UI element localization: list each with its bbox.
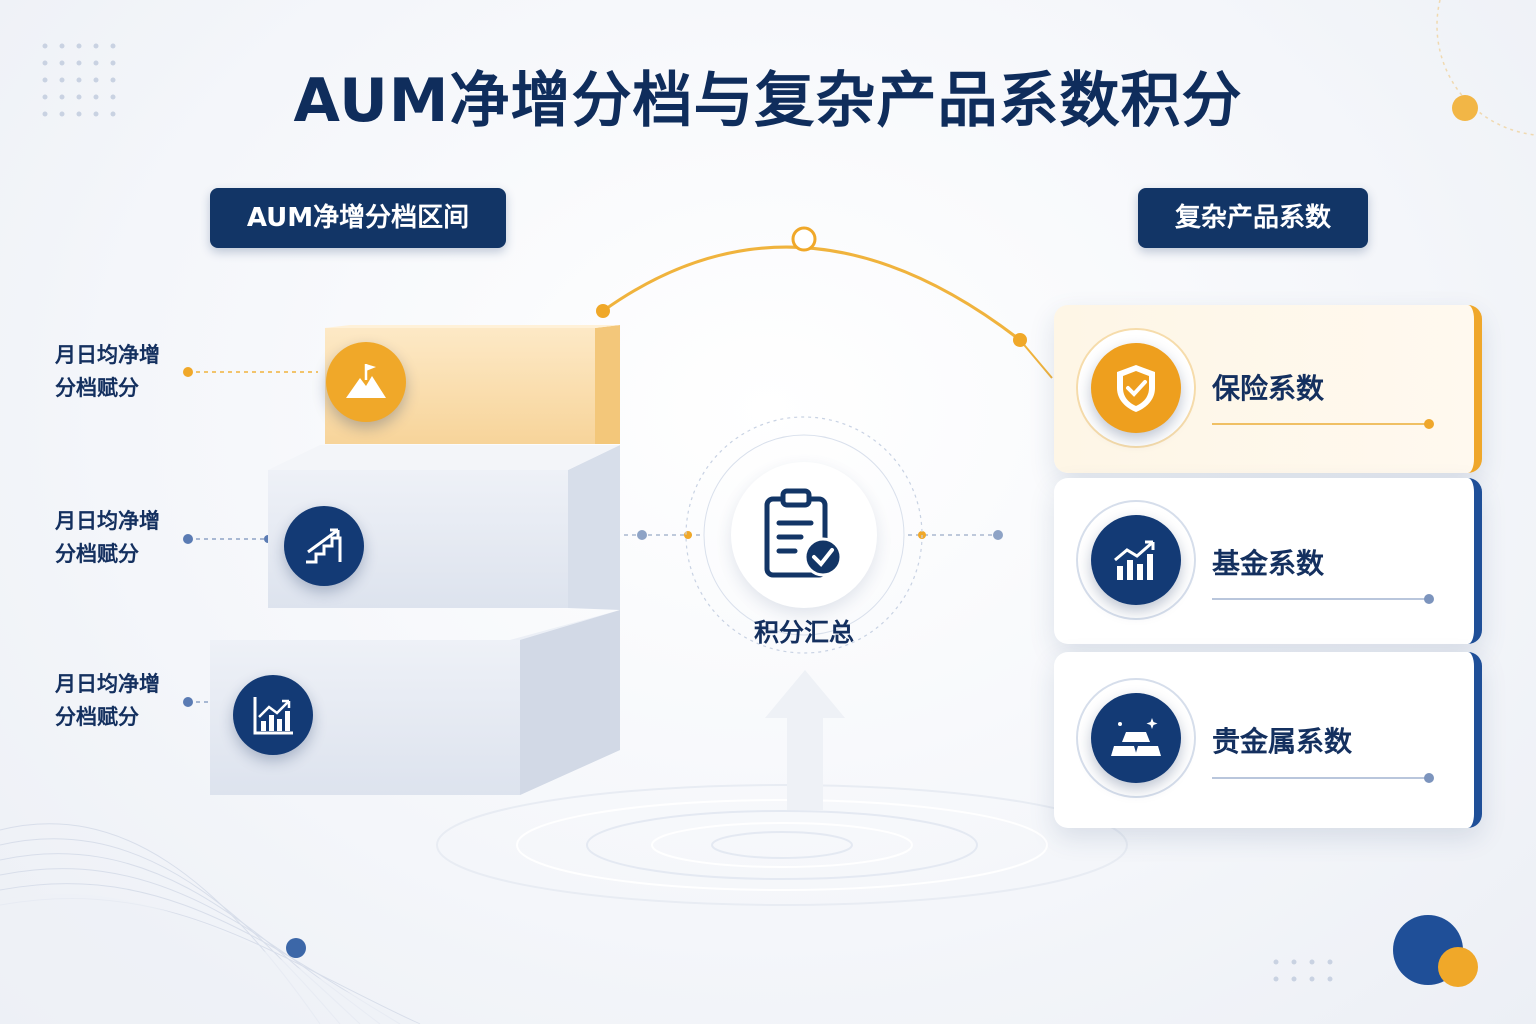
step-icon-2 bbox=[284, 506, 364, 586]
insurance-icon-ring bbox=[1076, 328, 1196, 448]
right-section-header: 复杂产品系数 bbox=[1138, 188, 1368, 248]
aum-step-blocks bbox=[210, 325, 620, 795]
card-underline-fund bbox=[1212, 598, 1426, 600]
precious-metal-icon-ring bbox=[1076, 678, 1196, 798]
score-summary-label: 积分汇总 bbox=[753, 618, 854, 647]
step-label-1: 月日均净增 分档赋分 bbox=[55, 339, 185, 405]
coefficient-card-insurance: 保险系数 bbox=[1054, 305, 1482, 473]
coefficient-card-precious-metal: 贵金属系数 bbox=[1054, 652, 1482, 828]
step-icon-1 bbox=[326, 342, 406, 422]
step-label-2: 月日均净增 分档赋分 bbox=[55, 505, 185, 571]
gold-bars-icon bbox=[1111, 718, 1161, 756]
fund-icon-ring bbox=[1076, 500, 1196, 620]
stairs-arrow-icon bbox=[306, 528, 342, 564]
card-title-fund: 基金系数 bbox=[1212, 547, 1325, 580]
card-underline-precious-metal bbox=[1212, 777, 1426, 779]
precious-metal-icon-circle bbox=[1091, 693, 1181, 783]
step-label-2-line2: 分档赋分 bbox=[55, 542, 139, 566]
step-label-1-line2: 分档赋分 bbox=[55, 376, 139, 400]
step-label-3-line1: 月日均净增 bbox=[55, 672, 160, 696]
step-label-3-line2: 分档赋分 bbox=[55, 705, 139, 729]
step-label-1-line1: 月日均净增 bbox=[55, 343, 160, 367]
shield-check-icon bbox=[1117, 365, 1155, 412]
page-title: AUM净增分档与复杂产品系数积分 bbox=[293, 66, 1243, 136]
coefficient-card-fund: 基金系数 bbox=[1054, 478, 1482, 644]
insurance-icon-circle bbox=[1091, 343, 1181, 433]
clipboard-check-icon bbox=[764, 488, 843, 578]
fund-icon-circle bbox=[1091, 515, 1181, 605]
left-section-header: AUM净增分档区间 bbox=[210, 188, 506, 248]
card-underline-dot-precious-metal bbox=[1424, 773, 1434, 783]
step-label-2-line1: 月日均净增 bbox=[55, 509, 160, 533]
bar-chart-arrow-icon bbox=[253, 697, 293, 735]
card-title-precious-metal: 贵金属系数 bbox=[1212, 725, 1353, 758]
score-summary-node bbox=[731, 462, 877, 608]
step-label-3: 月日均净增 分档赋分 bbox=[55, 668, 185, 734]
card-title-insurance: 保险系数 bbox=[1212, 372, 1325, 405]
step-icon-3 bbox=[233, 675, 313, 755]
card-underline-dot-insurance bbox=[1424, 419, 1434, 429]
card-underline-dot-fund bbox=[1424, 594, 1434, 604]
mountain-flag-icon bbox=[346, 364, 386, 398]
fund-chart-icon bbox=[1114, 540, 1155, 580]
card-underline-insurance bbox=[1212, 423, 1426, 425]
